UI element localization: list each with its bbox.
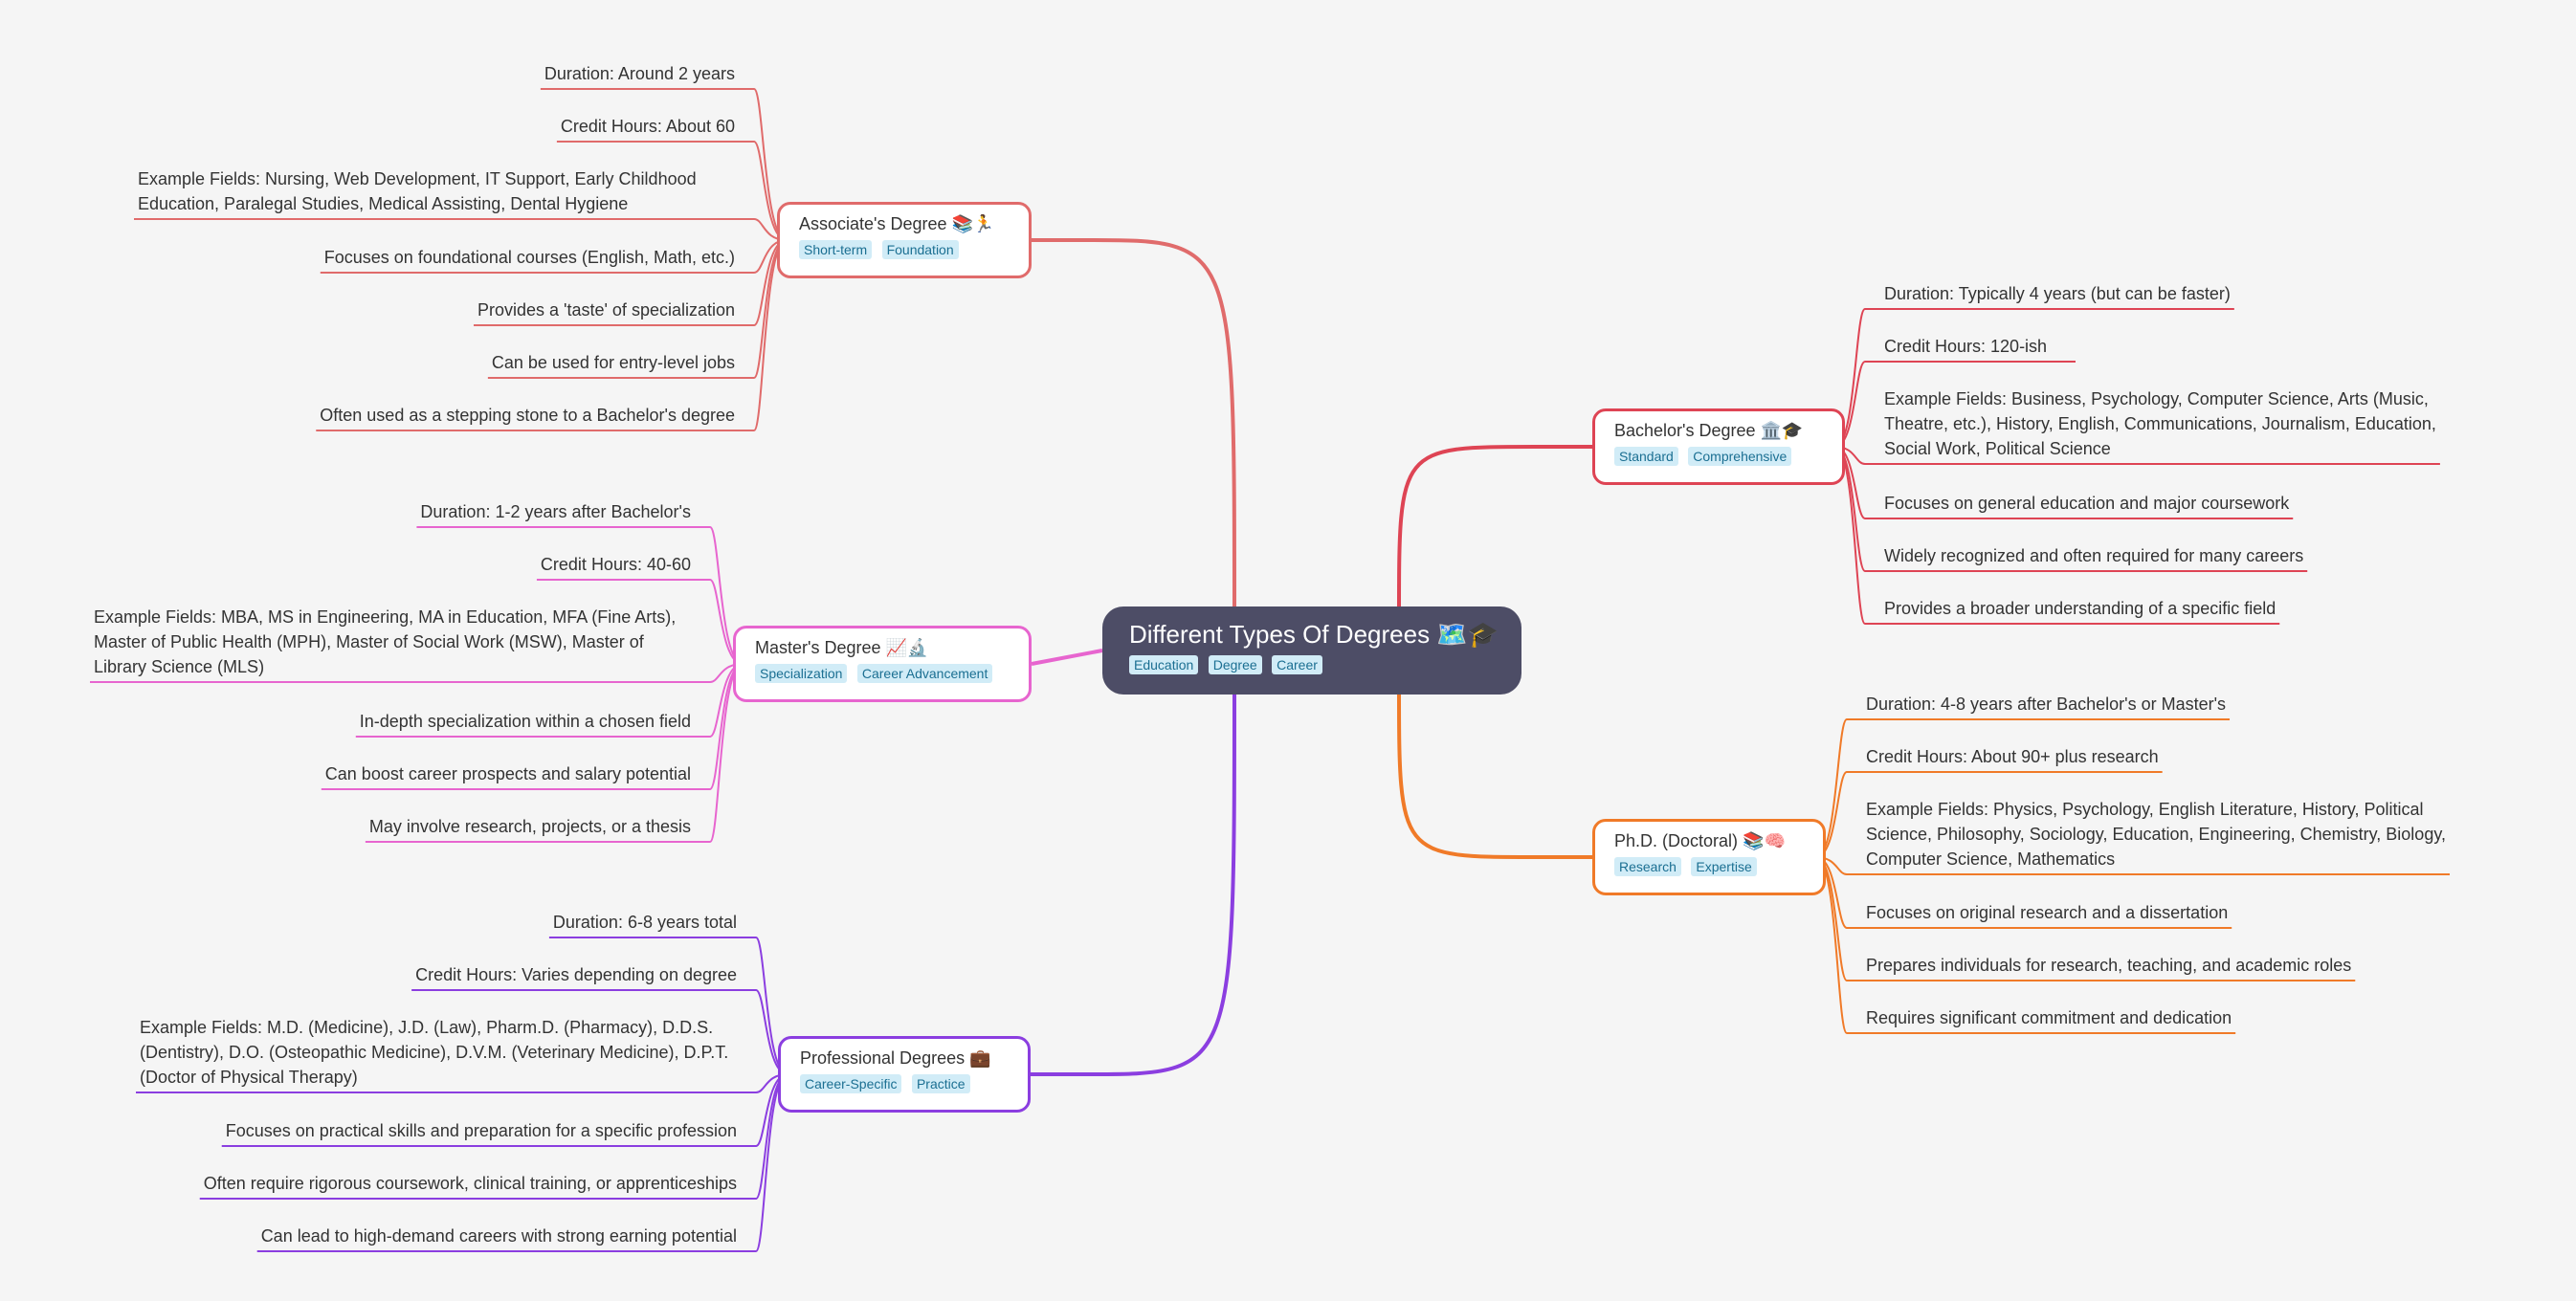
tag: Career <box>1272 655 1322 674</box>
branch-node-professional-degrees[interactable]: Professional Degrees 💼 Career-Specific P… <box>778 1036 1031 1113</box>
tag: Foundation <box>881 240 959 259</box>
branch-tags: Research Expertise <box>1614 857 1804 876</box>
leaf-topic[interactable]: Credit Hours: 120-ish <box>1884 334 2483 359</box>
leaf-text: In-depth specialization within a chosen … <box>359 712 691 731</box>
leaf-text: Example Fields: Business, Psychology, Co… <box>1884 389 2436 458</box>
leaf-text: Duration: 1-2 years after Bachelor's <box>420 502 691 521</box>
leaf-text: Focuses on general education and major c… <box>1884 494 2290 513</box>
leaf-text: Duration: Around 2 years <box>544 64 735 83</box>
leaf-text: Can lead to high-demand careers with str… <box>260 1226 737 1246</box>
branch-connector <box>1031 684 1236 1076</box>
branch-connector <box>1397 445 1592 617</box>
leaf-topic[interactable]: Credit Hours: 40-60 <box>94 552 691 577</box>
leaf-topic[interactable]: Widely recognized and often required for… <box>1884 543 2483 568</box>
leaf-text: Example Fields: Nursing, Web Development… <box>138 169 697 213</box>
leaf-topic[interactable]: Example Fields: Business, Psychology, Co… <box>1884 386 2483 461</box>
leaf-text: Often require rigorous coursework, clini… <box>203 1174 737 1193</box>
central-topic-title: Different Types Of Degrees 🗺️🎓 <box>1129 620 1499 649</box>
branch-connector <box>1397 684 1592 859</box>
leaf-text: Widely recognized and often required for… <box>1884 546 2304 565</box>
tag: Career Advancement <box>856 664 993 683</box>
leaf-text: May involve research, projects, or a the… <box>368 817 691 836</box>
leaf-text: Requires significant commitment and dedi… <box>1866 1008 2232 1027</box>
tag: Short-term <box>799 240 873 259</box>
leaf-topic[interactable]: Provides a broader understanding of a sp… <box>1884 596 2483 621</box>
tag: Education <box>1129 655 1199 674</box>
leaf-text: Can be used for entry-level jobs <box>491 353 735 372</box>
leaf-topic[interactable]: Duration: 4-8 years after Bachelor's or … <box>1866 692 2465 717</box>
leaf-topic[interactable]: Duration: Around 2 years <box>138 61 735 86</box>
leaf-topic[interactable]: Requires significant commitment and dedi… <box>1866 1005 2465 1030</box>
branch-title: Bachelor's Degree 🏛️🎓 <box>1614 421 1804 440</box>
branch-connector <box>1032 238 1236 617</box>
central-topic[interactable]: Different Types Of Degrees 🗺️🎓 Education… <box>1102 606 1521 695</box>
leaf-topic[interactable]: Credit Hours: About 90+ plus research <box>1866 744 2465 769</box>
branch-node-associate-degree[interactable]: Associate's Degree 📚🏃 Short-term Foundat… <box>777 202 1032 278</box>
branch-node-masters-degree[interactable]: Master's Degree 📈🔬 Specialization Career… <box>733 626 1032 702</box>
leaf-topic[interactable]: Often used as a stepping stone to a Bach… <box>138 403 735 428</box>
branch-tags: Career-Specific Practice <box>800 1074 1009 1093</box>
leaf-topic[interactable]: May involve research, projects, or a the… <box>94 814 691 839</box>
leaf-topic[interactable]: Can boost career prospects and salary po… <box>94 761 691 786</box>
leaf-text: Focuses on foundational courses (English… <box>323 248 735 267</box>
leaf-topic[interactable]: Focuses on practical skills and preparat… <box>140 1118 737 1143</box>
branch-title: Master's Degree 📈🔬 <box>755 638 929 657</box>
tag: Expertise <box>1691 857 1757 876</box>
leaf-text: Example Fields: Physics, Psychology, Eng… <box>1866 800 2446 869</box>
tag: Standard <box>1614 447 1678 466</box>
leaf-topic[interactable]: Often require rigorous coursework, clini… <box>140 1171 737 1196</box>
tag: Research <box>1614 857 1681 876</box>
leaf-topic[interactable]: Duration: 6-8 years total <box>140 910 737 935</box>
leaf-topic[interactable]: Example Fields: Nursing, Web Development… <box>138 166 735 216</box>
leaf-text: Credit Hours: About 90+ plus research <box>1866 747 2159 766</box>
leaf-text: Focuses on practical skills and preparat… <box>225 1121 737 1140</box>
leaf-topic[interactable]: Example Fields: M.D. (Medicine), J.D. (L… <box>140 1015 737 1090</box>
leaf-text: Often used as a stepping stone to a Bach… <box>320 406 735 425</box>
leaf-topic[interactable]: Duration: 1-2 years after Bachelor's <box>94 499 691 524</box>
leaf-text: Provides a 'taste' of specialization <box>477 300 735 320</box>
leaf-text: Credit Hours: Varies depending on degree <box>415 965 737 984</box>
branch-tags: Short-term Foundation <box>799 240 1010 259</box>
leaf-text: Prepares individuals for research, teach… <box>1866 956 2352 975</box>
branch-node-bachelors-degree[interactable]: Bachelor's Degree 🏛️🎓 Standard Comprehen… <box>1592 408 1845 485</box>
central-topic-tags: Education Degree Career <box>1129 655 1495 674</box>
branch-title: Ph.D. (Doctoral) 📚🧠 <box>1614 831 1786 850</box>
leaf-topic[interactable]: Duration: Typically 4 years (but can be … <box>1884 281 2483 306</box>
branch-tags: Standard Comprehensive <box>1614 447 1823 466</box>
leaf-text: Credit Hours: About 60 <box>560 117 735 136</box>
leaf-text: Focuses on original research and a disse… <box>1866 903 2229 922</box>
leaf-topic[interactable]: Example Fields: MBA, MS in Engineering, … <box>94 605 691 679</box>
leaf-text: Can boost career prospects and salary po… <box>324 764 691 783</box>
leaf-topic[interactable]: Can be used for entry-level jobs <box>138 350 735 375</box>
leaf-topic[interactable]: Credit Hours: About 60 <box>138 114 735 139</box>
leaf-topic[interactable]: Credit Hours: Varies depending on degree <box>140 962 737 987</box>
leaf-text: Duration: Typically 4 years (but can be … <box>1884 284 2231 303</box>
leaf-text: Credit Hours: 120-ish <box>1884 337 2048 356</box>
leaf-text: Example Fields: M.D. (Medicine), J.D. (L… <box>140 1018 729 1087</box>
leaf-topic[interactable]: Focuses on foundational courses (English… <box>138 245 735 270</box>
tag: Comprehensive <box>1688 447 1792 466</box>
leaf-topic[interactable]: Prepares individuals for research, teach… <box>1866 953 2465 978</box>
leaf-text: Provides a broader understanding of a sp… <box>1884 599 2276 618</box>
leaf-topic[interactable]: Provides a 'taste' of specialization <box>138 298 735 322</box>
branch-tags: Specialization Career Advancement <box>755 664 1010 683</box>
tag: Career-Specific <box>800 1074 902 1093</box>
tag: Degree <box>1208 655 1262 674</box>
branch-title: Associate's Degree 📚🏃 <box>799 214 995 233</box>
leaf-topic[interactable]: Can lead to high-demand careers with str… <box>140 1224 737 1248</box>
tag: Specialization <box>755 664 848 683</box>
leaf-text: Credit Hours: 40-60 <box>540 555 691 574</box>
branch-node-phd-doctoral[interactable]: Ph.D. (Doctoral) 📚🧠 Research Expertise <box>1592 819 1826 895</box>
leaf-topic[interactable]: Focuses on general education and major c… <box>1884 491 2483 516</box>
branch-connector <box>1031 649 1103 666</box>
leaf-text: Duration: 6-8 years total <box>552 913 737 932</box>
leaf-topic[interactable]: Example Fields: Physics, Psychology, Eng… <box>1866 797 2465 871</box>
leaf-text: Duration: 4-8 years after Bachelor's or … <box>1866 695 2227 714</box>
leaf-topic[interactable]: In-depth specialization within a chosen … <box>94 709 691 734</box>
branch-title: Professional Degrees 💼 <box>800 1048 991 1068</box>
tag: Practice <box>911 1074 970 1093</box>
leaf-topic[interactable]: Focuses on original research and a disse… <box>1866 900 2465 925</box>
leaf-text: Example Fields: MBA, MS in Engineering, … <box>94 607 677 676</box>
